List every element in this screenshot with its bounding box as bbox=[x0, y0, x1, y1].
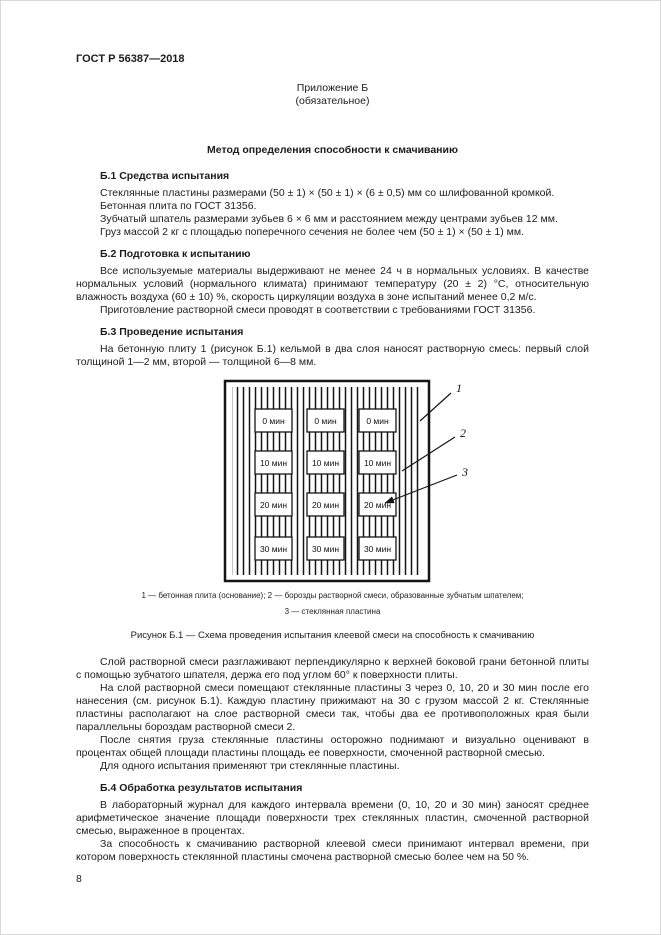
appendix-label: Приложение Б bbox=[296, 82, 369, 94]
glass-plate: 10 мин bbox=[253, 450, 293, 475]
paragraph: За способность к смачиванию растворной к… bbox=[76, 838, 589, 863]
glass-plate: 0 мин bbox=[253, 408, 293, 433]
glass-plate: 30 мин bbox=[305, 536, 345, 561]
paragraph: В лабораторный журнал для каждого интерв… bbox=[76, 799, 589, 837]
paragraph: Слой растворной смеси разглаживают перпе… bbox=[76, 656, 589, 681]
plate-time-label: 10 мин bbox=[363, 458, 390, 468]
figure-title: Рисунок Б.1 — Схема проведения испытания… bbox=[130, 630, 535, 641]
callout-line-3 bbox=[383, 474, 457, 504]
page-title: Метод определения способности к смачиван… bbox=[207, 144, 458, 156]
glass-plate: 20 мин bbox=[305, 492, 345, 517]
paragraph: Стеклянные пластины размерами (50 ± 1) ×… bbox=[100, 187, 555, 199]
figure-b1-schematic: 0 мин 10 мин 20 мин 30 мин 0 мин 10 м bbox=[223, 379, 468, 583]
callout-line-1 bbox=[419, 392, 451, 422]
callout-line-2 bbox=[401, 436, 455, 472]
figure-b1: 0 мин 10 мин 20 мин 30 мин 0 мин 10 м bbox=[106, 379, 589, 585]
plate-time-label: 0 мин bbox=[262, 416, 285, 426]
callout-label-2: 2 bbox=[460, 426, 466, 440]
glass-plate: 0 мин bbox=[305, 408, 345, 433]
glass-plate: 10 мин bbox=[305, 450, 345, 475]
plate-time-label: 20 мин bbox=[363, 500, 390, 510]
paragraph: После снятия груза стеклянные пластины о… bbox=[76, 734, 589, 759]
plate-time-label: 0 мин bbox=[314, 416, 337, 426]
plate-time-label: 10 мин bbox=[311, 458, 338, 468]
figure-caption-line-2: 3 — стеклянная пластина bbox=[284, 607, 381, 616]
plate-time-label: 30 мин bbox=[311, 544, 338, 554]
plate-time-label: 0 мин bbox=[366, 416, 389, 426]
section-heading-b4: Б.4 Обработка результатов испытания bbox=[100, 782, 303, 794]
section-heading-b3: Б.3 Проведение испытания bbox=[100, 326, 244, 338]
plate-time-label: 30 мин bbox=[363, 544, 390, 554]
glass-plate: 0 мин bbox=[357, 408, 397, 433]
paragraph: Для одного испытания применяют три стекл… bbox=[100, 760, 400, 772]
callout-label-3: 3 bbox=[461, 465, 468, 479]
paragraph: Бетонная плита по ГОСТ 31356. bbox=[100, 200, 257, 212]
paragraph: Все используемые материалы выдерживают н… bbox=[76, 265, 589, 303]
paragraph: Зубчатый шпатель размерами зубьев 6 × 6 … bbox=[100, 213, 558, 225]
plate-time-label: 10 мин bbox=[259, 458, 286, 468]
callout-label-1: 1 bbox=[456, 381, 462, 395]
plate-time-label: 20 мин bbox=[259, 500, 286, 510]
glass-plate: 20 мин bbox=[357, 492, 397, 517]
paragraph: Приготовление растворной смеси проводят … bbox=[100, 304, 536, 316]
paragraph: На бетонную плиту 1 (рисунок Б.1) кельмо… bbox=[76, 343, 589, 368]
document-number: ГОСТ Р 56387—2018 bbox=[76, 53, 185, 65]
glass-plate: 30 мин bbox=[357, 536, 397, 561]
appendix-type: (обязательное) bbox=[295, 95, 370, 107]
page-number: 8 bbox=[76, 873, 82, 885]
glass-plate: 20 мин bbox=[253, 492, 293, 517]
paragraph: На слой растворной смеси помещают стекля… bbox=[76, 682, 589, 733]
section-heading-b1: Б.1 Средства испытания bbox=[100, 170, 230, 182]
plate-time-label: 30 мин bbox=[259, 544, 286, 554]
section-heading-b2: Б.2 Подготовка к испытанию bbox=[100, 248, 251, 260]
plate-time-label: 20 мин bbox=[311, 500, 338, 510]
glass-plate: 30 мин bbox=[253, 536, 293, 561]
paragraph: Груз массой 2 кг с площадью поперечного … bbox=[100, 226, 524, 238]
glass-plate: 10 мин bbox=[357, 450, 397, 475]
figure-caption-line-1: 1 — бетонная плита (основание); 2 — боро… bbox=[141, 591, 524, 600]
